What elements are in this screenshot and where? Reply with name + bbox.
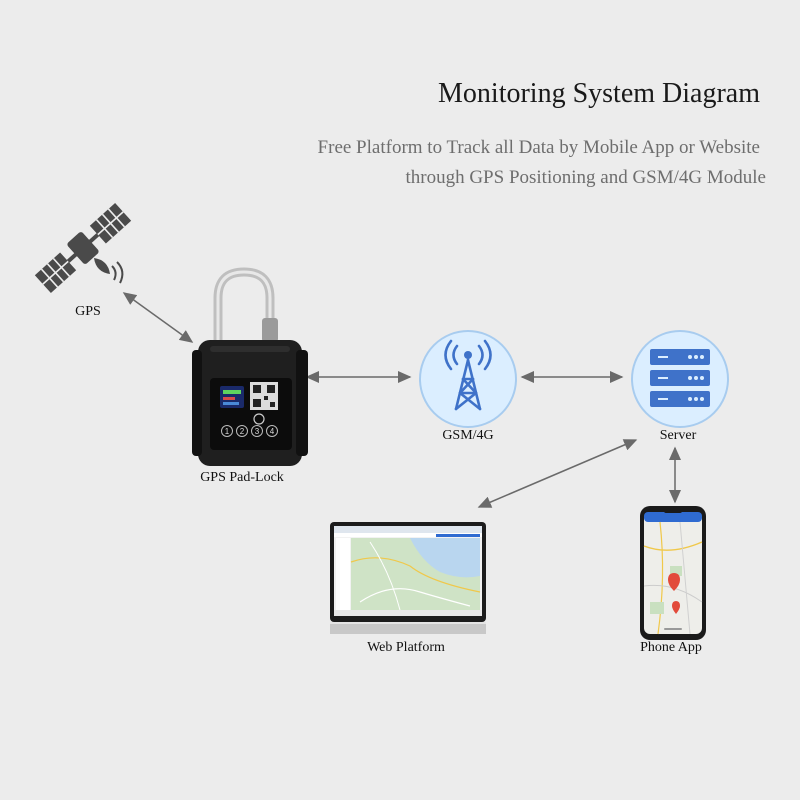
arrow-gps-padlock	[122, 292, 194, 343]
diagram-title: Monitoring System Diagram	[438, 78, 760, 109]
keypad-key: 1	[221, 425, 233, 437]
keypad-key: 4	[266, 425, 278, 437]
server-label: Server	[659, 428, 697, 443]
gsm-label: GSM/4G	[442, 428, 494, 443]
phone-app-image	[640, 506, 706, 640]
phone-app-label: Phone App	[640, 640, 702, 655]
web-platform-monitor	[330, 522, 486, 634]
arrow-server-web	[477, 439, 638, 508]
satellite-icon	[34, 202, 132, 294]
keypad-key: 2	[236, 425, 248, 437]
web-platform-label: Web Platform	[367, 640, 445, 655]
keypad-key: 3	[251, 425, 263, 437]
diagram-subtitle-line1: Free Platform to Track all Data by Mobil…	[317, 137, 760, 158]
padlock-image	[192, 267, 308, 466]
cell-tower-icon	[419, 330, 517, 428]
diagram-subtitle-line2: through GPS Positioning and GSM/4G Modul…	[405, 167, 766, 188]
gps-label: GPS	[75, 304, 101, 319]
padlock-keypad: 1 2 3 4	[221, 425, 278, 437]
server-icon	[631, 330, 729, 428]
padlock-label: GPS Pad-Lock	[200, 470, 284, 485]
